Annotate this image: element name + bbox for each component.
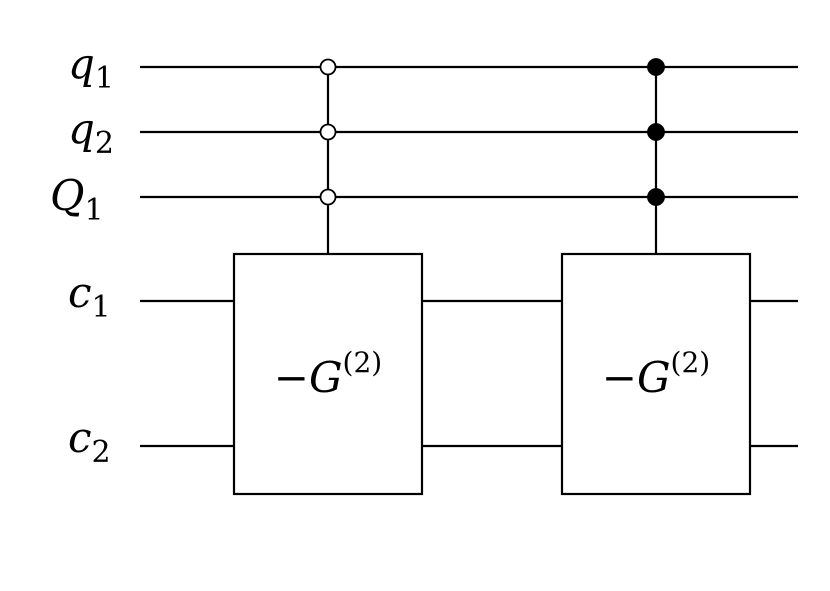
wire-label-Q1-symbol: Q — [50, 171, 84, 220]
gate-2-label-superscript: (2) — [671, 346, 711, 379]
gate-2-control-q2 — [647, 123, 665, 141]
gate-1-label-sign: − — [274, 353, 309, 402]
gate-2-control-q1 — [647, 58, 665, 76]
gate-1-box — [232, 252, 424, 496]
gate-2-control-Q1 — [647, 188, 665, 206]
gate-1-label: −G(2) — [274, 346, 382, 402]
gate-2-label: −G(2) — [602, 346, 710, 402]
wire-label-q2-symbol: q — [68, 104, 95, 153]
wire-label-c1-symbol: c — [68, 268, 92, 317]
gate-1-control-q2 — [319, 123, 337, 141]
wire-label-c1-subscript: 1 — [92, 290, 111, 325]
controlled-gate-1: −G(2) — [232, 58, 424, 496]
wire-label-c2: c2 — [68, 413, 111, 470]
wire-label-c2-symbol: c — [68, 413, 92, 462]
wire-labels: q1 q2 Q1 c1 c2 — [50, 39, 114, 470]
wire-label-q2-subscript: 2 — [95, 126, 114, 161]
gate-1-label-symbol: G — [309, 353, 343, 402]
wire-label-c2-subscript: 2 — [92, 435, 111, 470]
gate-1-control-q1 — [319, 58, 337, 76]
wire-label-q1-symbol: q — [68, 39, 95, 88]
controlled-gate-2: −G(2) — [560, 58, 752, 496]
wire-label-q2: q2 — [68, 104, 114, 161]
gate-1-control-Q1 — [319, 188, 337, 206]
gate-2-box — [560, 252, 752, 496]
gate-2-label-symbol: G — [637, 353, 671, 402]
gate-2-label-sign: − — [602, 353, 637, 402]
wire-label-q1: q1 — [68, 39, 114, 96]
wire-label-c1: c1 — [68, 268, 111, 325]
gate-1-label-superscript: (2) — [343, 346, 383, 379]
wire-label-Q1-subscript: 1 — [84, 193, 103, 228]
wire-label-q1-subscript: 1 — [95, 61, 114, 96]
wire-label-Q1: Q1 — [50, 171, 104, 228]
